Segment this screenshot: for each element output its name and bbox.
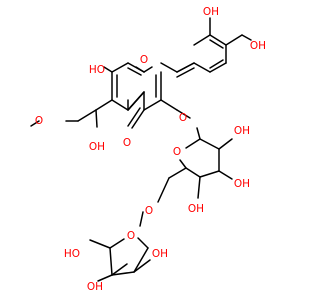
bond [127, 91, 145, 111]
bond [137, 237, 149, 249]
bond [218, 170, 233, 180]
atom-label-ho-c7: HO [89, 64, 105, 76]
bond [193, 62, 211, 73]
bond [209, 34, 227, 46]
bond [176, 109, 191, 119]
atom-label-oh-rha-2: OH [152, 248, 168, 260]
atom-label-methoxy-o: O [35, 115, 43, 127]
bond [197, 176, 201, 199]
bond [185, 138, 201, 149]
atom-label-keto-o: O [123, 137, 131, 149]
bond [143, 66, 153, 73]
bond [185, 167, 201, 178]
bond [176, 67, 195, 78]
bond [143, 99, 162, 111]
bond [77, 109, 97, 122]
bond [111, 99, 129, 111]
bond [89, 239, 111, 249]
atom-label-oh-catechol-4: OH [250, 40, 266, 52]
bond [133, 247, 149, 273]
bond [131, 109, 145, 129]
bond [103, 66, 113, 73]
bond [139, 211, 144, 227]
bond [133, 259, 151, 273]
bond [127, 67, 142, 76]
atom-label-oh-glc-4: OH [188, 203, 204, 215]
bond [111, 271, 135, 276]
atom-label-oh-c5: OH [89, 141, 105, 153]
atom-label-ring-o-glucose: O [173, 146, 181, 158]
bond [30, 120, 40, 127]
atom-label-ether-o-c3: O [179, 112, 187, 124]
bond [209, 62, 227, 73]
atom-label-ring-o-chromone: O [140, 54, 148, 66]
bond [160, 99, 178, 111]
bond [157, 177, 170, 203]
bond [127, 62, 145, 73]
atom-label-ho-rha-4: HO [64, 248, 80, 260]
bond [176, 62, 195, 73]
bond [95, 99, 113, 111]
molecule-drawing: OH OH HO O O OH O O O OH OH OH O O HO OH… [30, 6, 266, 293]
bond [199, 170, 220, 178]
atom-label-layer: OH OH HO O O OH O O O OH OH OH O O HO OH… [35, 6, 266, 293]
bond [218, 138, 233, 150]
atom-label-oh-catechol-3: OH [203, 6, 219, 18]
bond [111, 263, 128, 276]
bond-layer [30, 17, 252, 282]
bond [95, 109, 98, 128]
bond [111, 62, 129, 73]
bond [109, 247, 113, 276]
bond [109, 238, 125, 249]
bond [241, 34, 252, 41]
bond [225, 34, 243, 46]
bond [193, 34, 211, 46]
bond [209, 39, 224, 49]
bond [160, 62, 178, 73]
atom-label-oh-rha-3: OH [87, 281, 103, 293]
atom-label-ring-o-rhamnose: O [127, 230, 135, 242]
bond [209, 59, 224, 69]
atom-label-oh-glc-2: OH [234, 125, 250, 137]
bond [199, 138, 220, 150]
bond [97, 274, 113, 282]
bond [127, 107, 141, 127]
bond [196, 127, 201, 140]
bond [168, 167, 187, 179]
atom-label-link-o-c6: O [145, 205, 153, 217]
bond [179, 159, 187, 169]
structure-diagram: OH OH HO O O OH O O O OH OH OH O O HO OH… [30, 6, 266, 293]
atom-label-oh-glc-3: OH [234, 178, 250, 190]
